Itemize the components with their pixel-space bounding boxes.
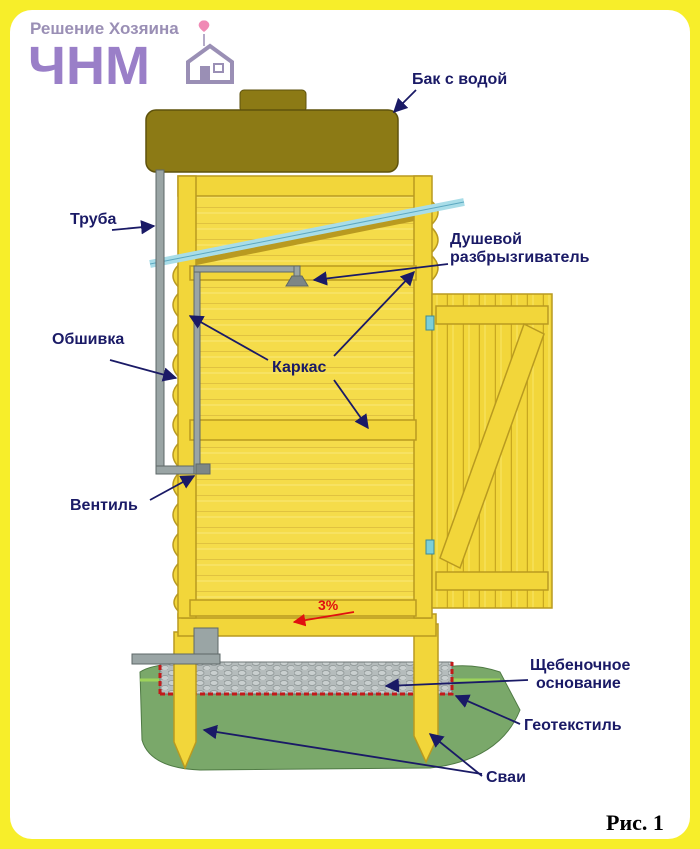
floor-slope: 3% bbox=[292, 597, 355, 627]
drain-pipe bbox=[131, 627, 221, 665]
label-shower-2: разбрызгиватель bbox=[450, 249, 590, 266]
valve bbox=[195, 463, 211, 475]
roof-sheet-edge bbox=[149, 201, 465, 265]
label-frame: Каркас bbox=[272, 359, 327, 376]
label-piles: Сваи bbox=[486, 769, 526, 786]
label-shower-1: Душевой bbox=[450, 231, 522, 248]
label-pipe: Труба bbox=[70, 211, 117, 228]
label-geotextile: Геотекстиль bbox=[524, 717, 622, 734]
water-tank bbox=[145, 89, 399, 173]
brand-name: ЧНМ bbox=[28, 36, 150, 96]
water-pipe bbox=[155, 169, 309, 475]
brand-logo: Решение Хозяина ЧНМ bbox=[28, 19, 234, 96]
shower-head bbox=[285, 275, 309, 287]
annotations: Бак с водой Труба Душевой разбрызгивател… bbox=[52, 71, 664, 835]
label-gravel-2: основание bbox=[536, 675, 621, 692]
label-gravel-1: Щебеночное bbox=[530, 657, 631, 674]
label-cladding: Обшивка bbox=[52, 331, 124, 348]
hinge-top bbox=[425, 315, 435, 331]
brand-tagline: Решение Хозяина bbox=[30, 19, 179, 38]
figure-caption: Рис. 1 bbox=[606, 810, 664, 835]
label-valve: Вентиль bbox=[70, 497, 138, 514]
house-heart-icon bbox=[186, 20, 234, 84]
hinge-bottom bbox=[425, 539, 435, 555]
slope-label: 3% bbox=[318, 597, 339, 613]
label-tank: Бак с водой bbox=[412, 71, 507, 88]
door bbox=[425, 293, 553, 609]
cabin bbox=[172, 175, 439, 619]
gravel-base bbox=[158, 661, 454, 696]
